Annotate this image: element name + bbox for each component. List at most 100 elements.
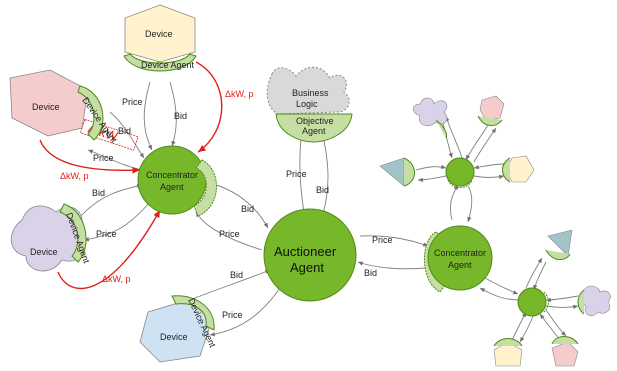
device-left-shape (9, 69, 89, 137)
edge-spoke (473, 127, 497, 163)
device-top-label: Device (145, 29, 173, 39)
edge-spoke (545, 295, 579, 303)
edge-spoke (473, 163, 505, 170)
label-price-right: Price (372, 235, 393, 245)
label-bid-conc-auct: Bid (241, 204, 254, 214)
edge-lower-hub-to-right-conc (479, 287, 521, 301)
label-bid-right: Bid (364, 268, 377, 278)
red-arrow-left (39, 139, 141, 174)
cluster-upper-shell-1 (435, 119, 447, 139)
concentrator-left-node (137, 145, 207, 215)
cluster-lower-device-star (580, 285, 611, 317)
label-price-objective: Price (286, 169, 307, 179)
concentrator-right-label-2: Agent (448, 260, 472, 270)
label-bid-objective: Bid (316, 185, 329, 195)
auctioneer-node (263, 208, 357, 302)
edge-price-to-purple-device (83, 201, 151, 242)
cluster-upper-shell-2 (477, 115, 503, 126)
cluster-upper-hub-shell (447, 179, 473, 188)
label-bid-blue: Bid (230, 270, 243, 280)
edge-bid-from-objective (321, 131, 329, 219)
edge-spoke (465, 121, 491, 161)
device-top-shape (124, 4, 196, 63)
edge-spoke (545, 309, 567, 337)
cluster-lower-hub (517, 287, 547, 317)
edge-spoke (545, 304, 579, 310)
device-top-agent-shell (123, 53, 197, 72)
red-label-bottom: ΔkW, p (102, 274, 131, 284)
business-logic-label-2: Logic (296, 99, 318, 109)
edge-price-to-right-concentrator (359, 235, 429, 247)
business-logic-label-1: Business (292, 88, 329, 98)
edge-right-conc-to-upper-hub (449, 184, 459, 221)
edge-labels: Price Bid Bid Price Bid Price Bid Price … (60, 89, 393, 320)
concentrator-left-label-2: Agent (160, 182, 184, 192)
objective-agent-label-2: Agent (302, 126, 326, 136)
edge-bid-to-auctioneer-right (357, 261, 426, 270)
concentrator-left-label-1: Concentrator (146, 170, 198, 180)
label-price-left: Price (93, 153, 114, 163)
edge-spoke (539, 313, 561, 341)
edge-price-to-concentrator (195, 211, 263, 251)
cluster-upper-shell-3 (502, 157, 511, 183)
cluster-upper (379, 95, 535, 188)
cluster-upper-device-star (412, 97, 448, 127)
concentrator-left: Concentrator Agent (137, 145, 217, 217)
cluster-upper-shell-4 (403, 157, 415, 187)
cluster-lower-shell-4 (551, 336, 579, 345)
edge-spoke (415, 164, 447, 171)
cluster-upper-device-yellow (505, 155, 535, 183)
objective-agent-shell (275, 113, 353, 143)
edge-spoke (525, 257, 543, 289)
cluster-upper-hub (445, 157, 475, 187)
auctioneer-label-2: Agent (290, 260, 324, 275)
device-purple-agent-shell (59, 203, 87, 263)
red-arrow-bottom (57, 209, 161, 290)
label-bid-purple: Bid (92, 188, 105, 198)
device-top: Device Device Agent (123, 4, 197, 72)
edge-bid-from-purple-device (79, 183, 143, 218)
device-blue-label: Device (160, 332, 188, 342)
device-blue-agent-shell (171, 295, 215, 331)
label-price-top: Price (122, 97, 143, 107)
cluster-lower-device-pink (551, 341, 579, 367)
edge-spoke (519, 313, 535, 343)
edge-spoke (445, 115, 463, 159)
auctioneer: Auctioneer Agent (263, 208, 357, 302)
edge-spoke (533, 261, 547, 291)
concentrator-left-shell (193, 159, 217, 217)
device-top-agent-label: Device Agent (141, 60, 195, 70)
cluster-lower-hub-shell (543, 291, 549, 313)
cluster-lower-shell-2 (577, 289, 585, 315)
auctioneer-label-1: Auctioneer (274, 244, 337, 259)
edge-upper-hub-to-right-conc (467, 185, 473, 223)
device-blue: Device Device Agent (139, 295, 218, 363)
edge-spoke (417, 175, 447, 183)
cluster-upper-device-teal (379, 157, 405, 187)
edge-price-to-blue-device (209, 284, 283, 337)
edge-right-conc-to-lower-hub (484, 277, 519, 295)
cluster-lower-device-teal (547, 229, 573, 257)
red-arrow-top (195, 61, 223, 153)
device-left-label: Device (32, 102, 60, 112)
cluster-lower-shell-1 (545, 249, 571, 260)
device-purple: Device Device Agent (10, 203, 92, 272)
label-bid-top: Bid (174, 111, 187, 121)
cluster-lower-shell-3 (493, 338, 523, 347)
concentrator-right-label-1: Concentrator (434, 248, 486, 258)
business-logic-cloud (266, 66, 350, 115)
red-label-top: ΔkW, p (225, 89, 254, 99)
device-purple-label: Device (30, 247, 58, 257)
device-left-agent-shell (77, 85, 104, 141)
label-price-blue: Price (222, 310, 243, 320)
cluster-lower (493, 229, 611, 367)
edge-bid-from-blue-device (189, 269, 271, 301)
label-price-purple: Price (96, 229, 117, 239)
red-label-left: ΔkW, p (60, 171, 89, 181)
concentrator-right: Concentrator Agent (424, 225, 493, 293)
cluster-upper-device-pink (479, 95, 505, 121)
edge-bid-from-top-device (169, 81, 177, 147)
concentrator-right-node (427, 225, 493, 291)
edge-price-to-top-device (143, 81, 153, 151)
